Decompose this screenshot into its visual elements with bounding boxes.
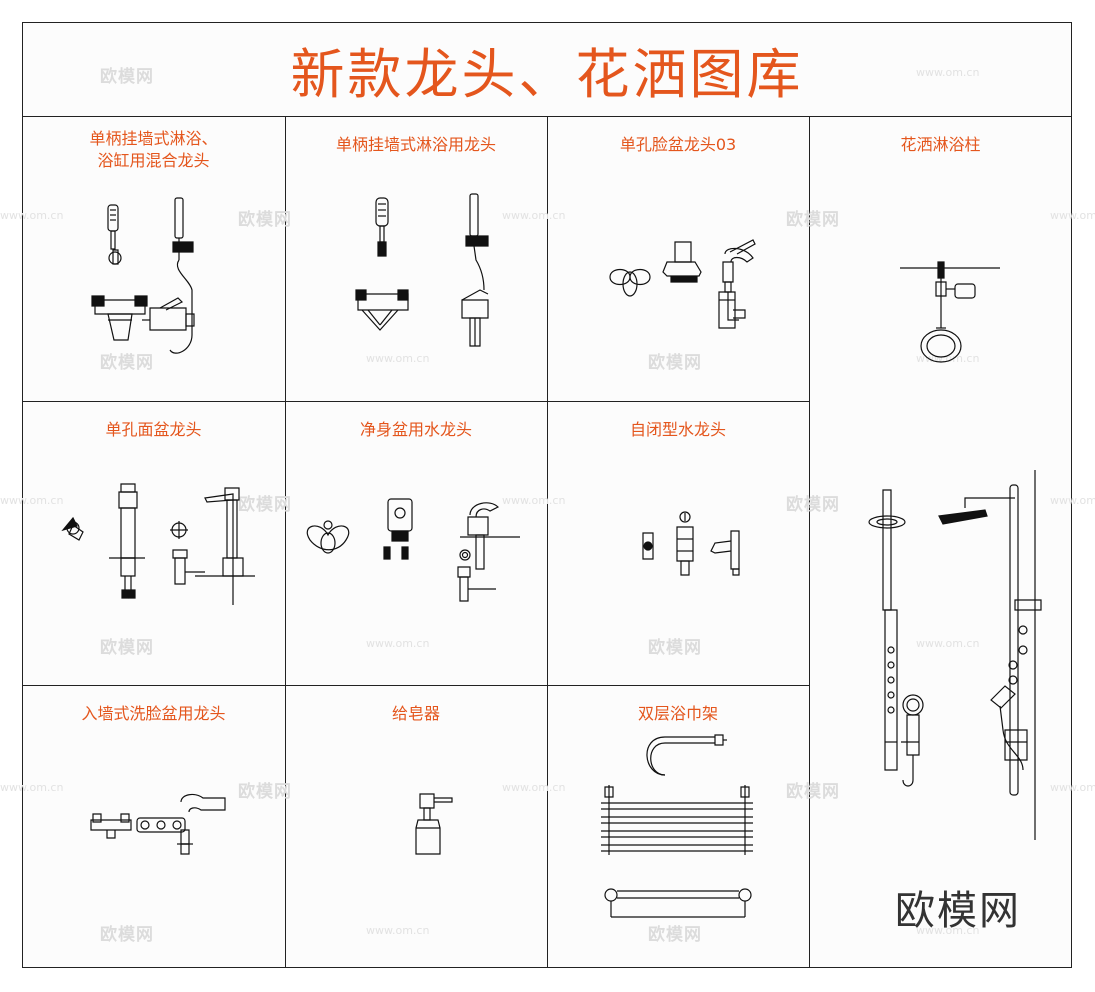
cell-label: 花洒淋浴柱 <box>900 135 981 154</box>
watermark: 欧模网 <box>238 495 292 515</box>
ceiling-shower-drawing <box>900 258 1000 368</box>
cell-label: 单孔面盆龙头 <box>105 420 202 439</box>
cell-soap-dispenser: 给皂器 <box>285 685 548 968</box>
watermark: 欧模网 <box>238 782 292 802</box>
wall-mixer-drawing <box>80 190 210 370</box>
cell-label: 单孔脸盆龙头03 <box>619 135 737 154</box>
cell-label: 双层浴巾架 <box>637 704 718 723</box>
watermark-url: www.om.cn <box>916 352 980 365</box>
title-bar: 新款龙头、花洒图库 <box>22 22 1072 117</box>
towel-rack-drawing <box>595 735 760 925</box>
watermark-url: www.om.cn <box>502 781 566 794</box>
cell-label: 自闭型水龙头 <box>629 420 726 439</box>
watermark-url: www.om.cn <box>502 209 566 222</box>
cell-shower-column: 花洒淋浴柱 <box>809 116 1072 968</box>
page-title: 新款龙头、花洒图库 <box>290 42 804 106</box>
watermark: 欧模网 <box>100 925 154 945</box>
bidet-faucet-drawing <box>300 495 530 615</box>
watermark-url: www.om.cn <box>916 66 980 79</box>
watermark: 欧模网 <box>648 353 702 373</box>
watermark-url: www.om.cn <box>1050 781 1095 794</box>
cell-in-wall-basin-faucet: 入墙式洗脸盆用龙头 <box>22 685 286 968</box>
soap-dispenser-drawing <box>410 790 460 860</box>
cell-label: 单柄挂墙式淋浴、 浴缸用混合龙头 <box>89 129 218 170</box>
watermark: 欧模网 <box>100 67 154 87</box>
watermark: 欧模网 <box>786 782 840 802</box>
watermark: 欧模网 <box>238 210 292 230</box>
cell-single-hole-basin: 单孔面盆龙头 <box>22 401 286 686</box>
watermark: 欧模网 <box>786 210 840 230</box>
watermark: 欧模网 <box>648 638 702 658</box>
watermark-url: www.om.cn <box>366 352 430 365</box>
brand-logo: 欧模网 <box>895 888 1021 934</box>
cell-label: 单柄挂墙式淋浴用龙头 <box>335 135 496 154</box>
watermark-url: www.om.cn <box>0 494 64 507</box>
cell-wall-shower-faucet: 单柄挂墙式淋浴用龙头 <box>285 116 548 402</box>
watermark-url: www.om.cn <box>916 924 980 937</box>
cell-label: 给皂器 <box>391 704 440 723</box>
cell-label: 入墙式洗脸盆用龙头 <box>81 704 226 723</box>
cell-label: 净身盆用水龙头 <box>359 420 472 439</box>
watermark-url: www.om.cn <box>0 209 64 222</box>
watermark: 欧模网 <box>786 495 840 515</box>
cell-bidet-faucet: 净身盆用水龙头 <box>285 401 548 686</box>
self-closing-faucet-drawing <box>635 505 755 585</box>
wall-shower-faucet-drawing <box>350 190 510 360</box>
basin-faucet-03-drawing <box>605 232 775 352</box>
watermark: 欧模网 <box>100 353 154 373</box>
cell-basin-faucet-03: 单孔脸盆龙头03 <box>547 116 810 402</box>
watermark-url: www.om.cn <box>502 494 566 507</box>
watermark-url: www.om.cn <box>366 924 430 937</box>
cell-self-closing-faucet: 自闭型水龙头 <box>547 401 810 686</box>
in-wall-basin-faucet-drawing <box>85 790 235 860</box>
cell-towel-rack: 双层浴巾架 <box>547 685 810 968</box>
cell-wall-mixer: 单柄挂墙式淋浴、 浴缸用混合龙头 <box>22 116 286 402</box>
watermark-url: www.om.cn <box>1050 494 1095 507</box>
single-hole-basin-drawing <box>55 480 265 610</box>
watermark-url: www.om.cn <box>366 637 430 650</box>
watermark-url: www.om.cn <box>916 637 980 650</box>
watermark-url: www.om.cn <box>1050 209 1095 222</box>
watermark: 欧模网 <box>648 925 702 945</box>
shower-column-drawing <box>855 480 1055 840</box>
watermark: 欧模网 <box>100 638 154 658</box>
watermark-url: www.om.cn <box>0 781 64 794</box>
